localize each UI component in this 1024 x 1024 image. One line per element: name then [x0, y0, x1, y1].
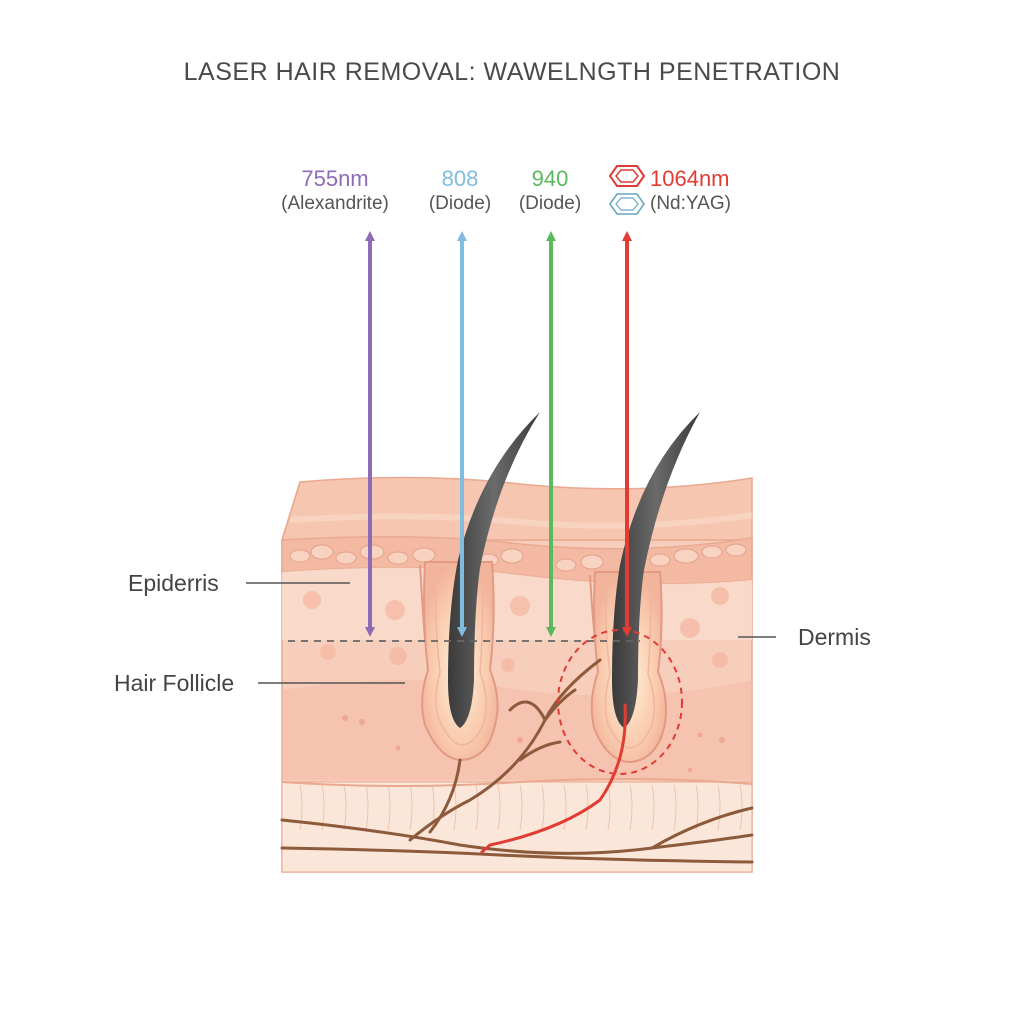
wavelength-value: 1064nm: [650, 166, 730, 191]
laser-type: (Diode): [518, 193, 582, 214]
laser-type: (Diode): [428, 193, 492, 214]
laser-type: (Alexandrite): [281, 193, 389, 214]
wavelength-label-1064: 1064nm (Nd:YAG): [650, 166, 760, 216]
wavelength-value: 808: [441, 166, 479, 191]
diagram-title: LASER HAIR REMOVAL: WAWELNGTH PENETRATIO…: [183, 58, 841, 86]
nerve-network: [280, 658, 754, 864]
blood-vessel: [480, 703, 627, 854]
label-epidermis: Epiderris: [128, 570, 219, 596]
target-zone: [557, 629, 683, 775]
hair-shaft-left: [448, 412, 540, 728]
laser-type: (Nd:YAG): [650, 193, 731, 214]
label-hair-follicle: Hair Follicle: [114, 670, 235, 696]
wavelength-label-940: 940 (Diode): [500, 166, 600, 216]
wavelength-value: 940: [531, 166, 569, 191]
laser-crystal-outline-icon: [609, 193, 645, 215]
wavelength-value: 755nm: [301, 166, 369, 191]
wavelength-label-808: 808 (Diode): [410, 166, 510, 216]
dermal-cells: [303, 587, 729, 672]
epidermis-top: [280, 476, 753, 541]
wavelength-label-755: 755nm (Alexandrite): [270, 166, 400, 216]
laser-crystal-icon: [608, 165, 646, 187]
label-dermis: Dermis: [798, 624, 871, 650]
hair-shaft-right: [612, 412, 700, 728]
